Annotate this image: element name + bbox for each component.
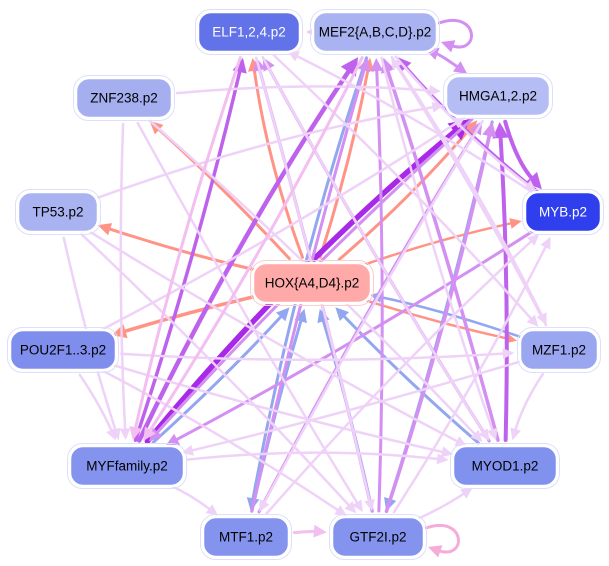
edge-tp53-gtf2i: [80, 233, 357, 514]
edge-pou2f1-myf: [78, 373, 117, 441]
edge-gtf2i-mef2: [370, 57, 384, 513]
edge-myf-mtf1: [168, 483, 219, 516]
node-mef2[interactable]: MEF2{A,B,C,D}.p2: [310, 9, 440, 55]
edge-hox-pou2f1: [111, 294, 258, 339]
node-label-myf: MYFfamily.p2: [86, 459, 168, 474]
node-znf238[interactable]: ZNF238.p2: [73, 75, 175, 121]
node-hmga[interactable]: HMGA1,2.p2: [443, 73, 553, 119]
edge-znf238-hmga: [175, 85, 441, 96]
node-label-mzf1: MZF1.p2: [532, 343, 586, 358]
edge-hmga-mtf1: [259, 119, 484, 512]
node-gtf2i[interactable]: GTF2I.p2: [329, 514, 427, 560]
edge-mtf1-gtf2i: [292, 524, 327, 538]
edge-mzf1-mef2: [391, 57, 548, 327]
edge-hmga-myb: [503, 119, 542, 190]
node-myf[interactable]: MYFfamily.p2: [67, 443, 187, 489]
node-label-myod1: MYOD1.p2: [472, 459, 539, 474]
node-label-elf1: ELF1,2,4.p2: [212, 25, 286, 40]
node-label-mtf1: MTF1.p2: [219, 530, 273, 545]
node-label-hmga: HMGA1,2.p2: [459, 89, 537, 104]
node-label-myb: MYB.p2: [539, 205, 587, 220]
edge-znf238-gtf2i: [136, 121, 363, 513]
edge-myf-hox: [151, 307, 290, 444]
node-label-gtf2i: GTF2I.p2: [349, 530, 406, 545]
edge-gtf2i-myb: [392, 236, 551, 514]
edge-myf-myod1: [186, 451, 449, 465]
node-myod1[interactable]: MYOD1.p2: [450, 443, 560, 489]
node-mzf1[interactable]: MZF1.p2: [517, 327, 601, 373]
node-label-tp53: TP53.p2: [32, 205, 83, 220]
edge-mef2-myf: [143, 56, 364, 441]
edge-znf238-myf: [119, 122, 131, 441]
edge-elf1-mzf1: [272, 54, 539, 327]
node-label-mef2: MEF2{A,B,C,D}.p2: [319, 25, 432, 40]
edge-elf1-myf: [129, 56, 242, 441]
edge-mzf1-myod1: [510, 372, 544, 441]
edge-gtf2i-hmga: [384, 121, 497, 514]
edge-mtf1-myb: [265, 233, 540, 515]
self-loop-mef2: [437, 19, 473, 53]
node-label-znf238: ZNF238.p2: [90, 91, 158, 106]
node-elf1[interactable]: ELF1,2,4.p2: [195, 9, 303, 55]
edge-pou2f1-myod1: [110, 363, 454, 458]
edge-mzf1-myf: [181, 360, 521, 456]
node-pou2f1[interactable]: POU2F1..3.p2: [7, 327, 119, 373]
edge-myod1-hmga: [492, 121, 509, 443]
edge-pou2f1-gtf2i: [99, 368, 347, 517]
node-myb[interactable]: MYB.p2: [522, 189, 604, 235]
node-tp53[interactable]: TP53.p2: [15, 189, 101, 235]
self-loop-gtf2i: [424, 524, 460, 558]
edge-tp53-hmga: [95, 101, 444, 200]
edge-hox-tp53: [97, 223, 258, 272]
node-label-hox: HOX{A4,D4}.p2: [265, 276, 360, 291]
node-hox[interactable]: HOX{A4,D4}.p2: [250, 260, 374, 306]
edge-pou2f1-mzf1: [120, 348, 515, 362]
node-label-pou2f1: POU2F1..3.p2: [20, 343, 106, 358]
edge-elf1-myod1: [261, 55, 490, 441]
edge-gtf2i-myod1: [415, 487, 473, 521]
edge-mef2-hmga: [425, 47, 468, 74]
node-mtf1[interactable]: MTF1.p2: [200, 514, 292, 560]
